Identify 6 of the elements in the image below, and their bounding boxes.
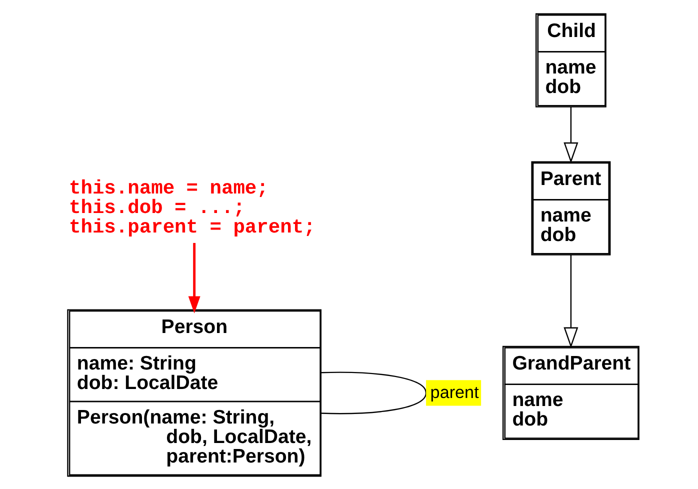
node-text: this.name = name; this.dob = ...; this.parent = parent;	[68, 176, 316, 238]
arrow	[564, 254, 578, 348]
arrow	[188, 242, 200, 313]
connector	[321, 371, 427, 414]
edge-label: parent	[430, 382, 479, 402]
arrow	[564, 106, 578, 163]
